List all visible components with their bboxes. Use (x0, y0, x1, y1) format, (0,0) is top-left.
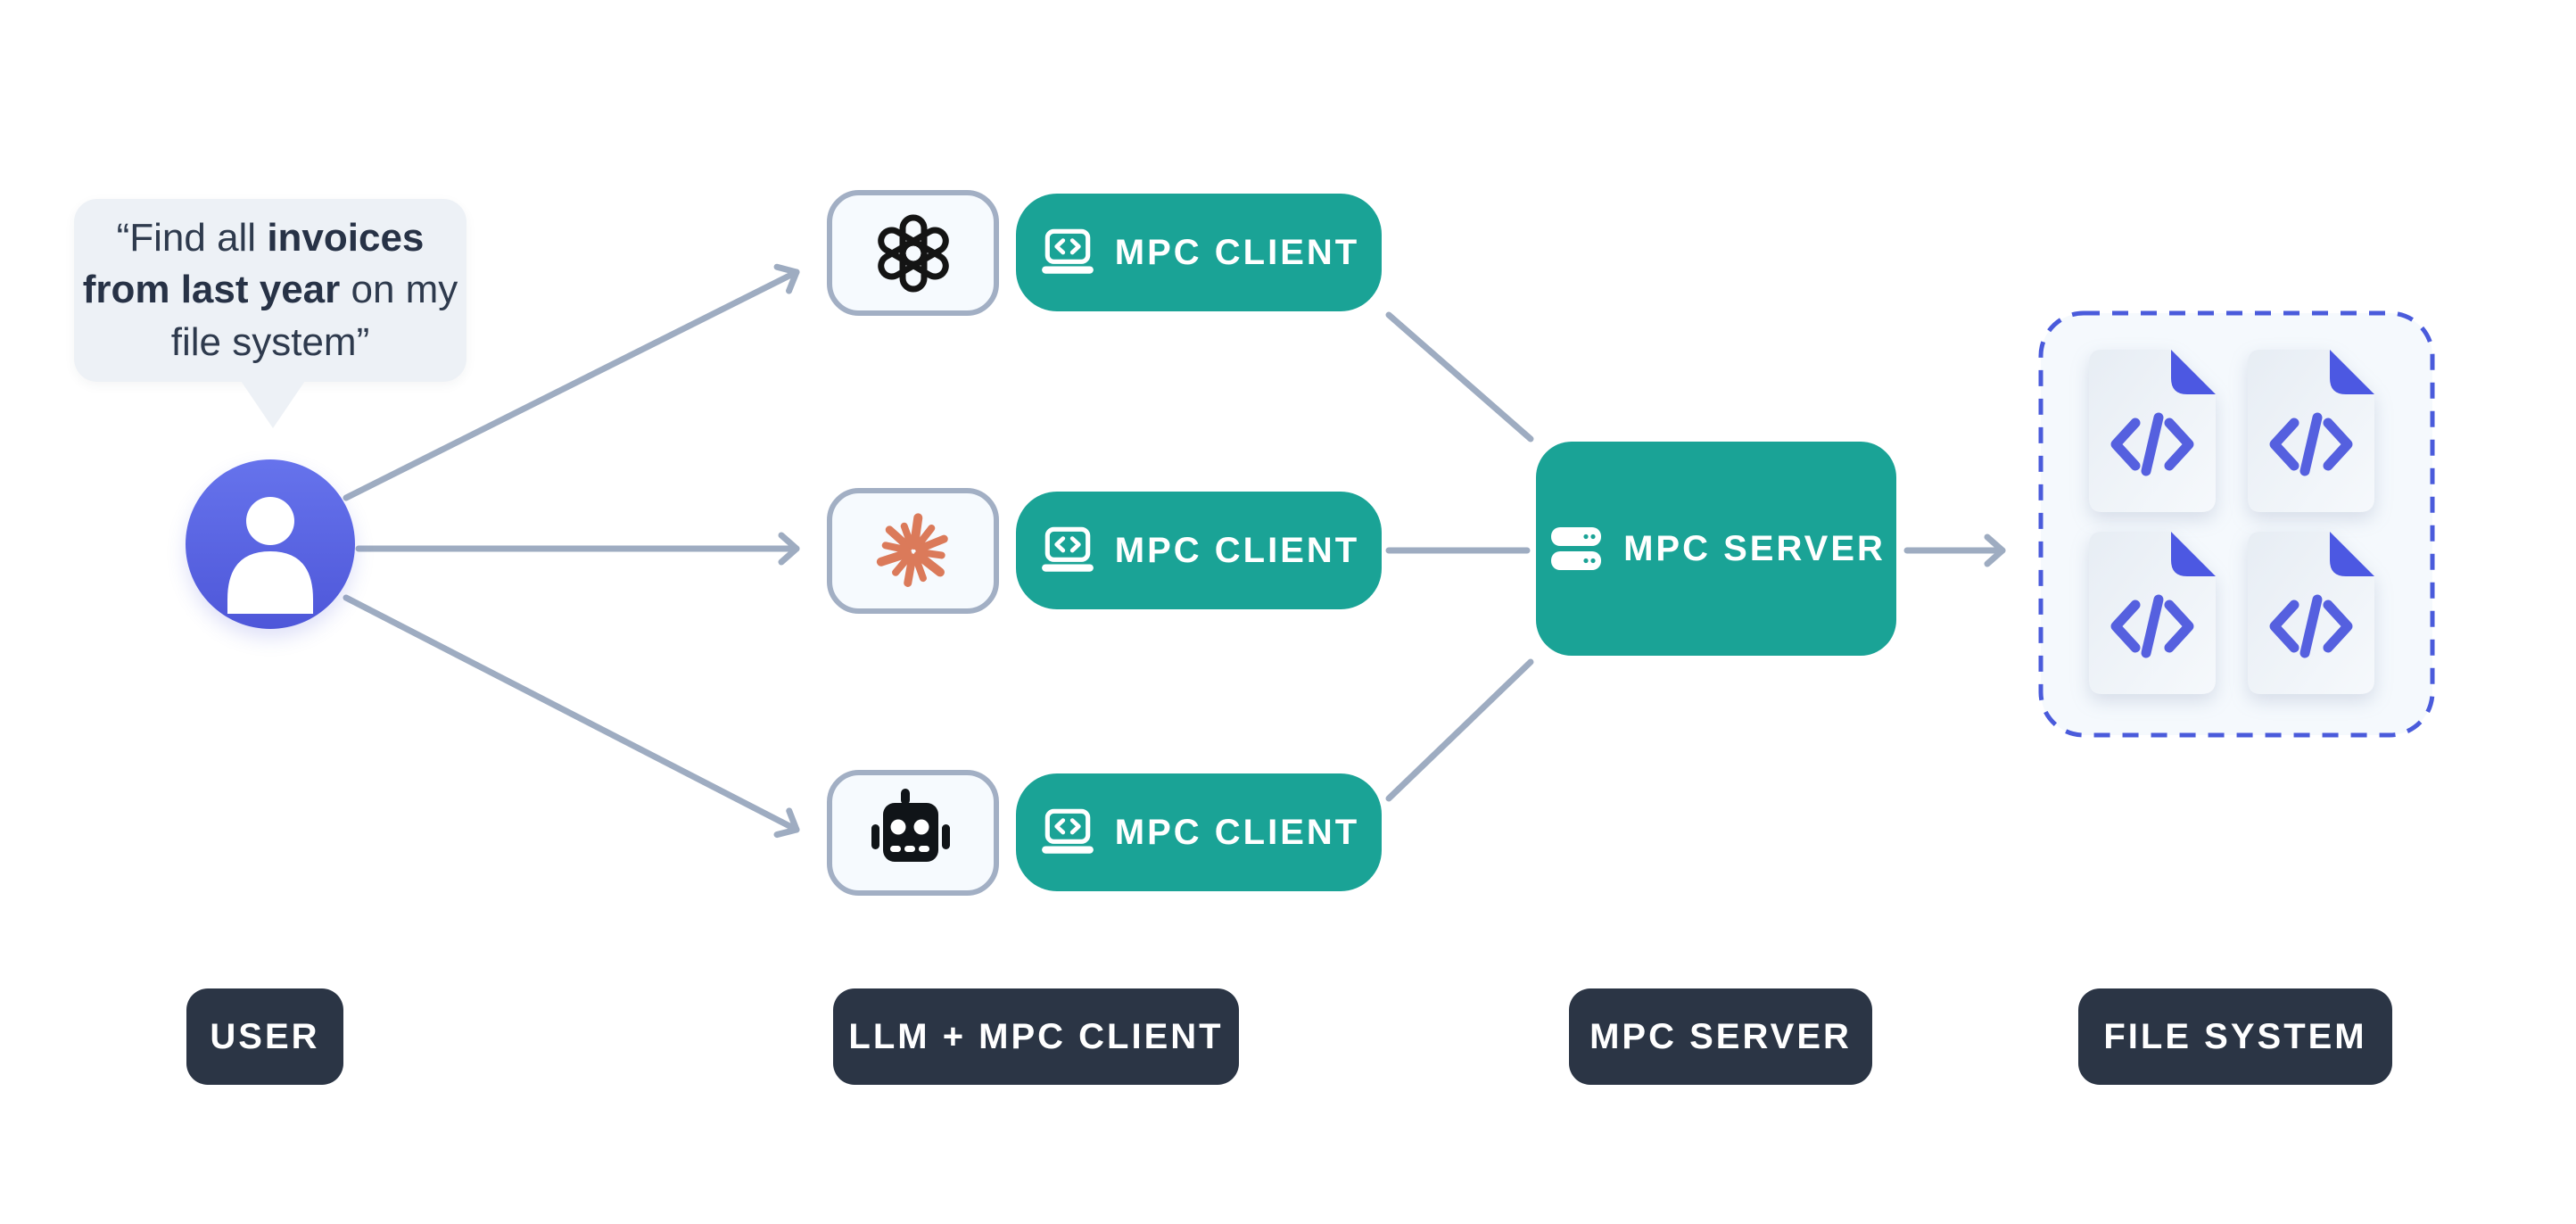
line-client1-to-server (1385, 311, 1534, 442)
code-file-icon (2089, 532, 2216, 694)
legend-user: USER (186, 988, 343, 1085)
laptop-code-icon (1041, 228, 1094, 274)
laptop-code-icon (1041, 526, 1094, 572)
bubble-text-prefix: “Find all (116, 216, 268, 261)
legend-llm-client-label: LLM + MPC CLIENT (848, 1016, 1224, 1056)
user-avatar (186, 459, 355, 629)
robot-card (827, 770, 999, 896)
mpc-server-label: MPC SERVER (1623, 528, 1886, 568)
openai-card (827, 190, 999, 316)
legend-llm-client: LLM + MPC CLIENT (833, 988, 1239, 1085)
mpc-client-pill-2: MPC CLIENT (1016, 492, 1382, 609)
laptop-code-icon (1041, 808, 1094, 854)
legend-user-label: USER (210, 1016, 320, 1056)
mpc-server-node: MPC SERVER (1536, 442, 1896, 656)
legend-mpc-server: MPC SERVER (1569, 988, 1872, 1085)
arrow-user-to-robot (343, 594, 800, 839)
openai-logo-icon (877, 214, 949, 292)
user-person-icon (227, 497, 313, 614)
code-file-icon (2248, 350, 2374, 512)
speech-bubble: “Find all invoices from last year on my … (74, 199, 466, 382)
bubble-text-suffix: on my file system” (170, 268, 458, 364)
anthropic-star-icon (876, 512, 948, 587)
server-icon (1551, 527, 1602, 570)
legend-file-system: FILE SYSTEM (2078, 988, 2392, 1085)
legend-mpc-server-label: MPC SERVER (1589, 1016, 1852, 1056)
bubble-text-bold: invoices from last year (82, 216, 425, 312)
code-file-icon (2089, 350, 2216, 512)
mpc-client-label: MPC CLIENT (1114, 812, 1360, 852)
mpc-client-pill-3: MPC CLIENT (1016, 773, 1382, 891)
mpc-client-label: MPC CLIENT (1114, 530, 1360, 570)
mpc-client-label: MPC CLIENT (1114, 232, 1360, 272)
speech-bubble-text: “Find all invoices from last year on my … (74, 212, 466, 368)
file-system-panel (2038, 310, 2435, 738)
speech-bubble-tail (239, 378, 307, 428)
legend-file-system-label: FILE SYSTEM (2103, 1016, 2367, 1056)
anthropic-card (827, 488, 999, 614)
mpc-client-pill-1: MPC CLIENT (1016, 194, 1382, 311)
line-client3-to-server (1385, 658, 1534, 802)
code-file-icon (2248, 532, 2374, 694)
robot-icon (871, 788, 950, 862)
